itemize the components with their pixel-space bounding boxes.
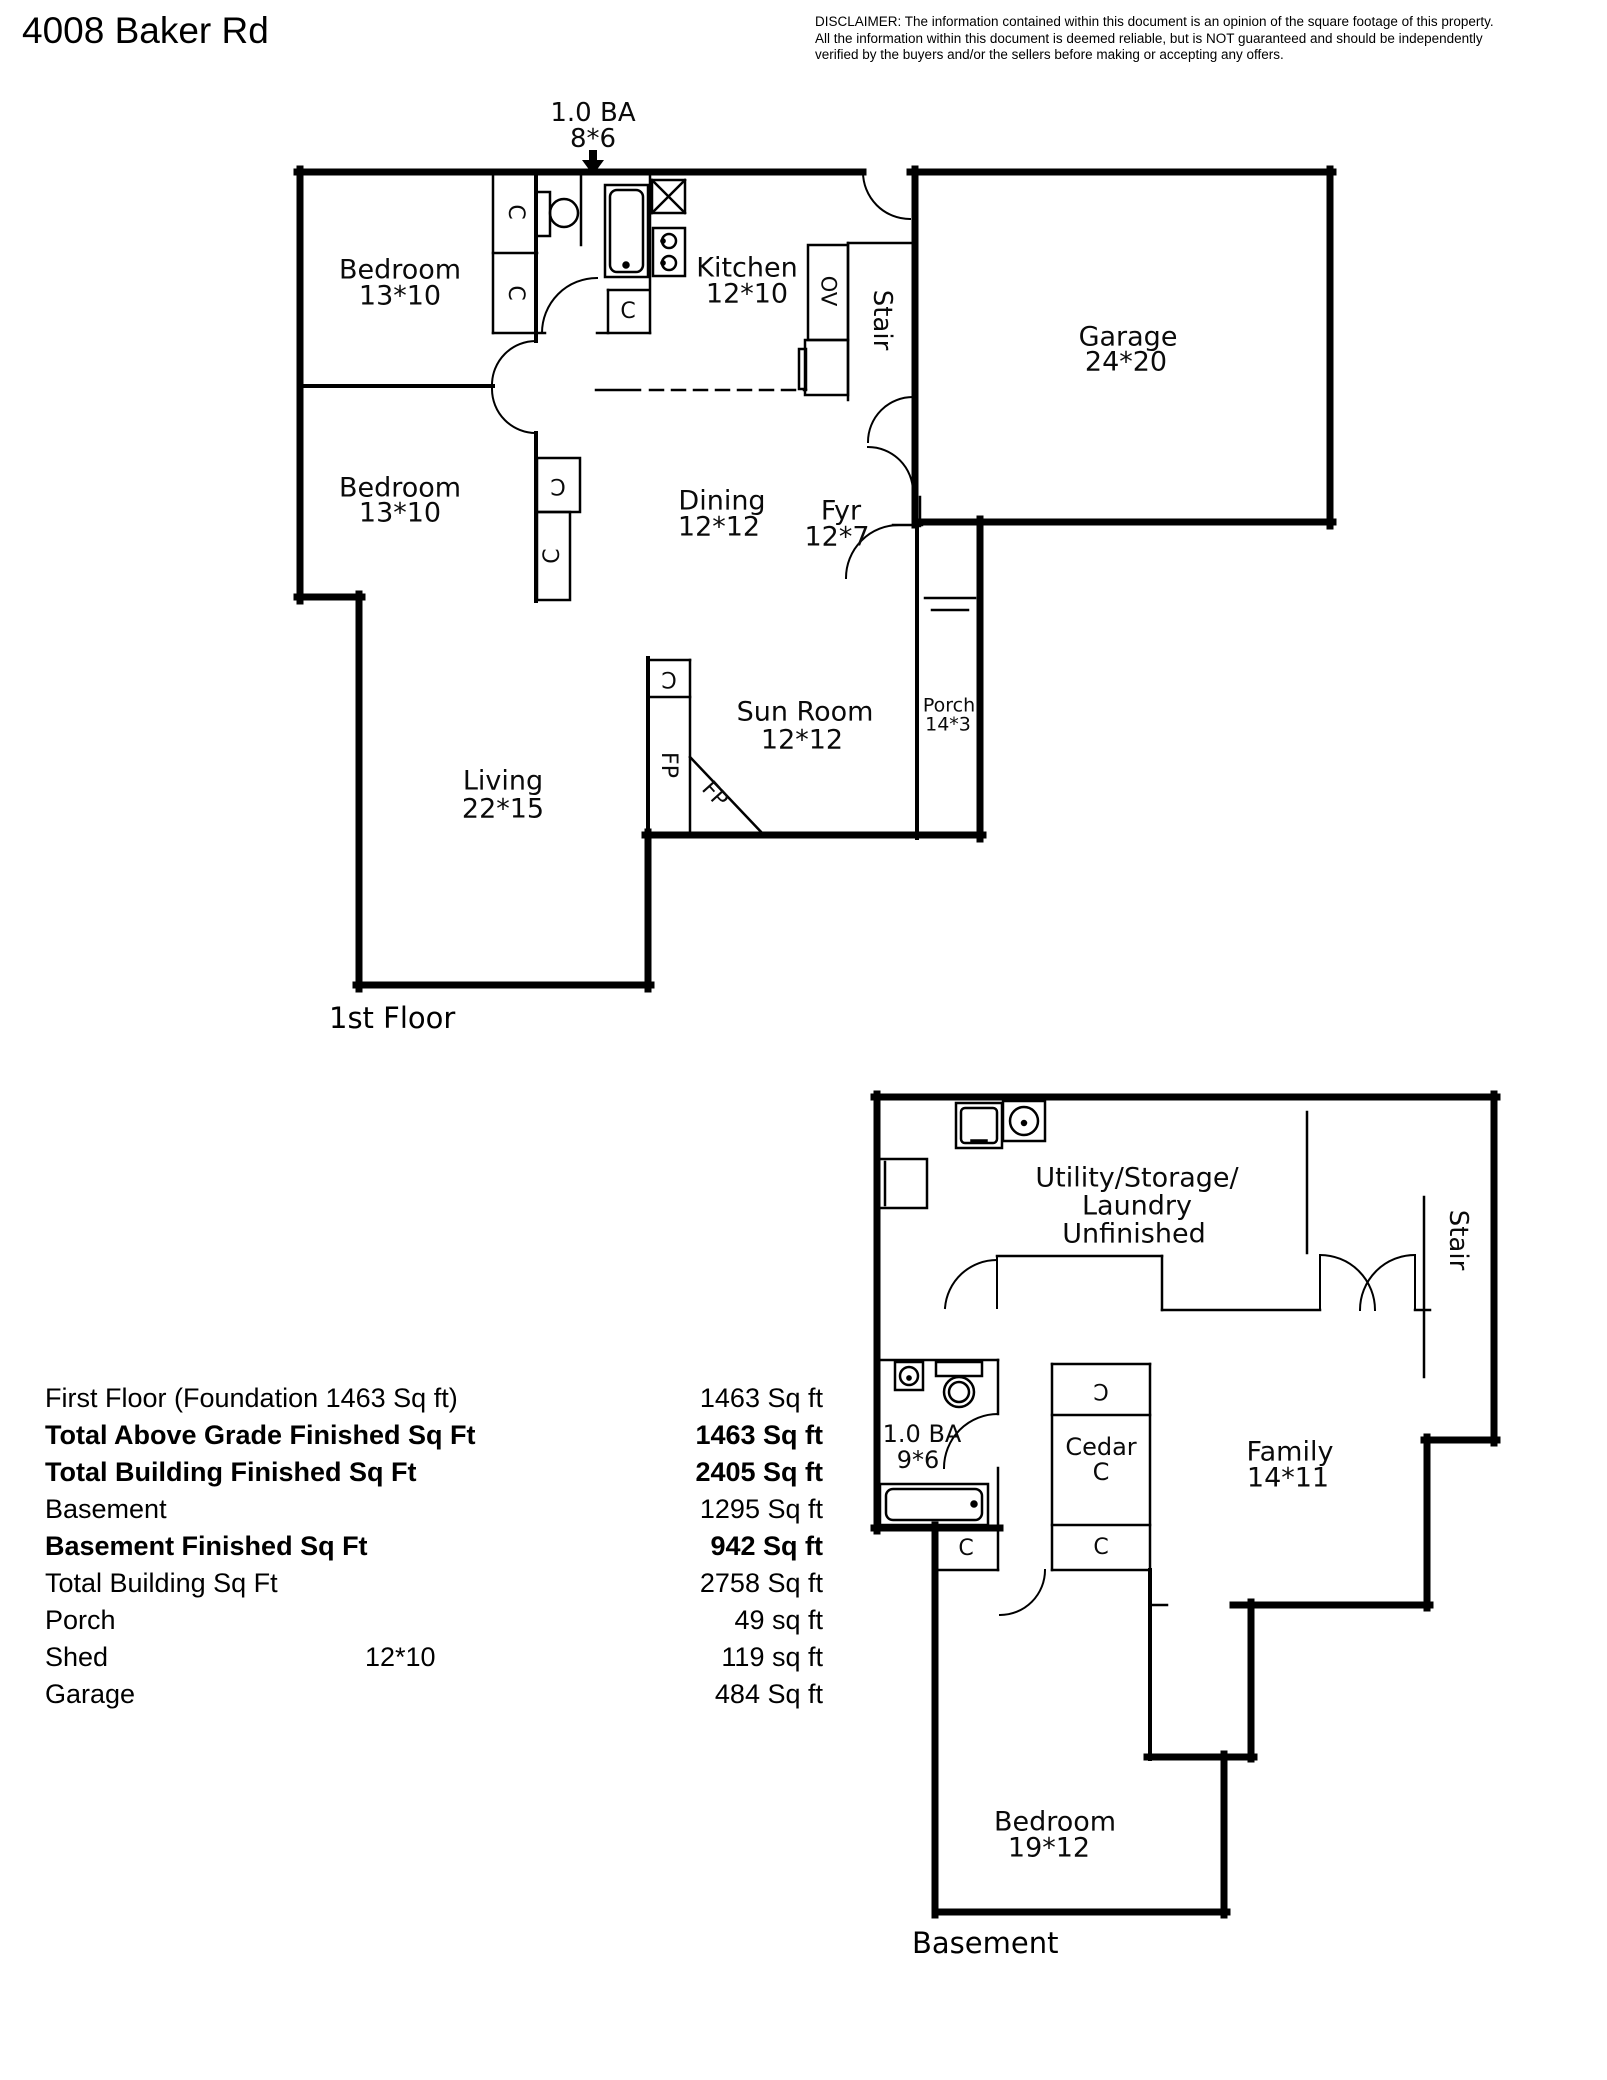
bathtub-icon bbox=[603, 183, 650, 279]
room-dims-living: 22*15 bbox=[461, 793, 545, 825]
row-value: 1463 Sq ft bbox=[695, 1420, 823, 1450]
room-dims-dining: 12*12 bbox=[677, 511, 761, 543]
row-value: 119 sq ft bbox=[721, 1642, 823, 1672]
kitchen-sink-icon bbox=[650, 178, 687, 215]
closet-marker: C bbox=[620, 299, 636, 324]
page-title: 4008 Baker Rd bbox=[22, 10, 269, 51]
room-dims-bedroom2: 13*10 bbox=[358, 497, 442, 529]
basement-caption: Basement bbox=[912, 1926, 1059, 1960]
row-label: Shed bbox=[45, 1642, 109, 1672]
basement-outer-walls bbox=[870, 1090, 1501, 1919]
room-label-sunroom: Sun Room bbox=[736, 696, 874, 728]
table-row: First Floor (Foundation 1463 Sq ft) 1463… bbox=[45, 1380, 823, 1417]
room-label-bedroom1: Bedroom bbox=[338, 254, 462, 286]
room-label-utility-line3: Unfinished bbox=[1062, 1218, 1206, 1250]
table-row: Garage 484 Sq ft bbox=[45, 1676, 823, 1713]
first-floor-plan bbox=[293, 150, 1337, 993]
basement-plan bbox=[870, 1090, 1501, 1919]
basement-toilet-icon bbox=[934, 1360, 984, 1409]
table-row: Total Building Finished Sq Ft 2405 Sq ft bbox=[45, 1454, 823, 1491]
room-label-utility-line1: Utility/Storage/ bbox=[1035, 1162, 1239, 1194]
table-row: Basement 1295 Sq ft bbox=[45, 1491, 823, 1528]
room-dims-bedroom1: 13*10 bbox=[358, 280, 442, 312]
closet-marker: C bbox=[661, 666, 677, 691]
closet-marker: C bbox=[958, 1536, 974, 1561]
row-value: 2405 Sq ft bbox=[695, 1457, 823, 1487]
closet-marker: C bbox=[540, 548, 565, 564]
room-label-family: Family bbox=[1246, 1436, 1334, 1468]
table-row: Total Building Sq Ft 2758 Sq ft bbox=[45, 1565, 823, 1602]
toilet-icon bbox=[534, 190, 580, 238]
basement-thin-walls bbox=[875, 1110, 1432, 1607]
row-label: Total Above Grade Finished Sq Ft bbox=[45, 1420, 476, 1450]
closet-marker: C bbox=[503, 204, 528, 220]
bath-callout-arrow-icon bbox=[582, 150, 604, 175]
basement-door-swings bbox=[942, 1253, 1417, 1617]
closet-marker: C bbox=[550, 473, 566, 498]
room-dims-family: 14*11 bbox=[1246, 1462, 1330, 1494]
row-value: 942 Sq ft bbox=[710, 1531, 823, 1561]
bath-callout-dims: 8*6 bbox=[569, 124, 617, 154]
basement-bath-size: 1.0 BA bbox=[882, 1420, 962, 1448]
square-footage-table: First Floor (Foundation 1463 Sq ft) 1463… bbox=[45, 1380, 823, 1713]
dryer-icon bbox=[1001, 1099, 1047, 1143]
room-dims-sunroom: 12*12 bbox=[760, 724, 844, 756]
row-label: Porch bbox=[45, 1605, 116, 1635]
row-label: First Floor (Foundation 1463 Sq ft) bbox=[45, 1383, 458, 1413]
oven-marker: OV bbox=[816, 275, 841, 307]
room-dims-fyr: 12*7 bbox=[804, 521, 870, 553]
row-label: Basement bbox=[45, 1494, 167, 1524]
disclaimer: DISCLAIMER: The information contained wi… bbox=[815, 14, 1605, 64]
basement-bath-dims: 9*6 bbox=[896, 1446, 940, 1474]
stair-label-first-floor: Stair bbox=[867, 289, 897, 351]
stove-icon bbox=[651, 226, 687, 278]
row-label: Total Building Finished Sq Ft bbox=[45, 1457, 417, 1487]
disclaimer-line: All the information within this document… bbox=[815, 30, 1483, 46]
table-row: Shed 12*10 119 sq ft bbox=[45, 1639, 823, 1676]
first-floor-caption: 1st Floor bbox=[329, 1001, 456, 1035]
disclaimer-line: verified by the buyers and/or the seller… bbox=[815, 47, 1284, 62]
room-label-kitchen: Kitchen bbox=[696, 252, 798, 284]
bath-callout-size: 1.0 BA bbox=[550, 98, 636, 128]
closet-marker: C bbox=[503, 285, 528, 301]
room-label-cedar: Cedar bbox=[1065, 1433, 1137, 1461]
row-label: Basement Finished Sq Ft bbox=[45, 1531, 368, 1561]
room-label-living: Living bbox=[462, 765, 544, 797]
room-dims-kitchen: 12*10 bbox=[705, 278, 789, 310]
closet-marker: C bbox=[1093, 1535, 1109, 1560]
table-row: Basement Finished Sq Ft 942 Sq ft bbox=[45, 1528, 823, 1565]
disclaimer-line: DISCLAIMER: The information contained wi… bbox=[815, 14, 1494, 29]
basement-sink-icon bbox=[893, 1360, 925, 1392]
room-label-porch: Porch bbox=[922, 694, 976, 717]
room-label-basement-bedroom: Bedroom bbox=[993, 1806, 1117, 1838]
closet-marker: C bbox=[1093, 1378, 1109, 1403]
row-dims: 12*10 bbox=[365, 1642, 436, 1672]
row-value: 484 Sq ft bbox=[714, 1679, 823, 1709]
first-floor-outer-walls bbox=[293, 165, 1337, 993]
freezer-icon bbox=[877, 1157, 929, 1210]
washer-icon bbox=[954, 1101, 1004, 1150]
row-label: Total Building Sq Ft bbox=[45, 1568, 278, 1598]
room-dims-basement-bedroom: 19*12 bbox=[1007, 1832, 1091, 1864]
closet-marker: C bbox=[1092, 1458, 1110, 1486]
basement-bathtub-icon bbox=[878, 1482, 990, 1527]
room-label-utility-line2: Laundry bbox=[1081, 1190, 1193, 1222]
fireplace-marker: FP bbox=[656, 752, 681, 778]
room-label-garage: Garage bbox=[1078, 321, 1178, 353]
table-row: Total Above Grade Finished Sq Ft 1463 Sq… bbox=[45, 1417, 823, 1454]
row-value: 1463 Sq ft bbox=[699, 1383, 823, 1413]
row-label: Garage bbox=[45, 1679, 136, 1709]
stair-label-basement: Stair bbox=[1443, 1209, 1473, 1271]
row-value: 2758 Sq ft bbox=[699, 1568, 823, 1598]
table-row: Porch 49 sq ft bbox=[45, 1602, 823, 1639]
row-value: 1295 Sq ft bbox=[699, 1494, 823, 1524]
row-value: 49 sq ft bbox=[734, 1605, 823, 1635]
room-label-bedroom2: Bedroom bbox=[338, 472, 462, 504]
room-label-fyr: Fyr bbox=[820, 495, 862, 527]
room-dims-porch: 14*3 bbox=[925, 713, 971, 736]
first-floor-door-swings bbox=[490, 170, 915, 580]
room-label-dining: Dining bbox=[678, 485, 766, 517]
room-dims-garage: 24*20 bbox=[1084, 346, 1168, 378]
